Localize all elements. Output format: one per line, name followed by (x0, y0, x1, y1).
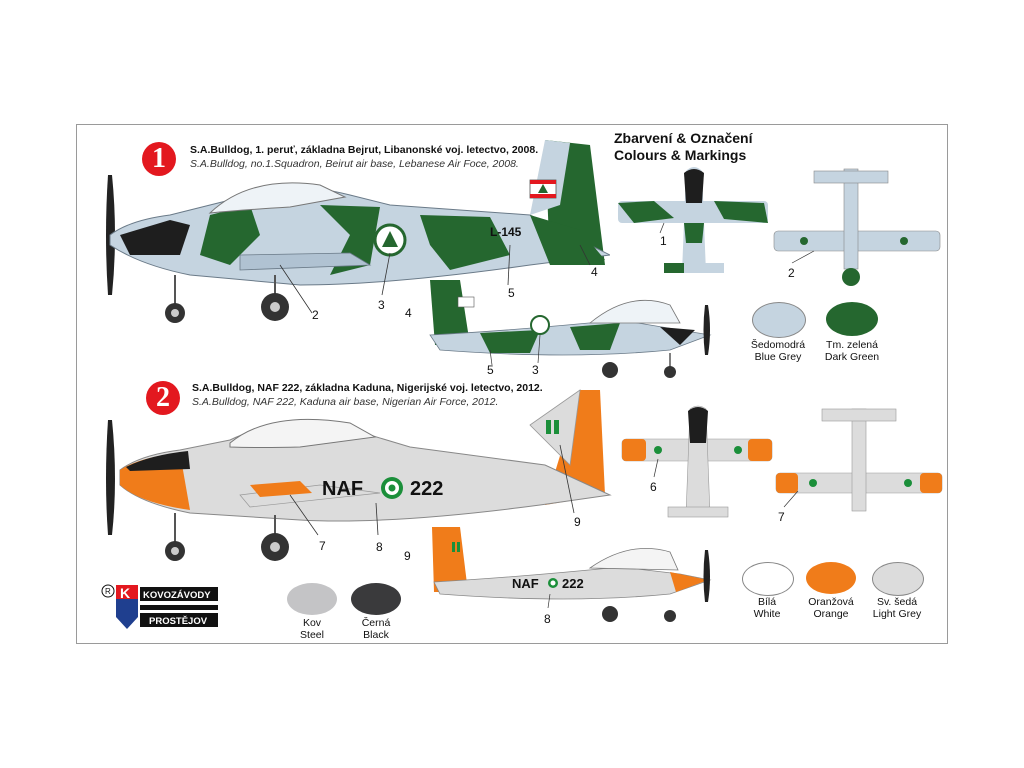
scheme-2-small-number: 222 (562, 576, 584, 591)
scheme-2-small-prefix: NAF (512, 576, 539, 591)
scheme-2-serial-number: 222 (410, 478, 443, 500)
swatch-white (742, 562, 794, 596)
scheme-1-title-en: S.A.Bulldog, no.1.Squadron, Beirut air b… (190, 158, 519, 170)
callout-1: 1 (660, 234, 667, 248)
callout-7: 7 (319, 539, 326, 553)
swatch-orange-cz: Oranžová (808, 596, 854, 608)
scheme-1-title-cz: S.A.Bulldog, 1. peruť, základna Bejrut, … (190, 144, 539, 156)
swatch-light-grey-cz: Sv. šedá (876, 596, 918, 608)
swatch-black (351, 583, 401, 615)
swatch-white-cz: Bílá (757, 596, 777, 608)
scheme-2-badge: 2 (146, 381, 180, 415)
swatch-white-en: White (753, 608, 781, 620)
logo-line2: PROSTĚJOV (149, 615, 208, 627)
swatch-blue-grey (752, 302, 806, 338)
callout-5b: 5 (487, 363, 494, 377)
nigeria-roundel-icon (388, 484, 396, 492)
swatch-steel-cz: Kov (302, 617, 322, 629)
swatch-dark-green-en: Dark Green (824, 351, 880, 363)
callout-8b: 8 (544, 612, 551, 626)
callout-6: 6 (650, 480, 657, 494)
swatch-steel-en: Steel (300, 629, 324, 641)
swatch-dark-green-cz: Tm. zelená (826, 339, 878, 351)
callout-7b: 7 (778, 510, 785, 524)
callout-2: 2 (312, 308, 319, 322)
swatch-light-grey-en: Light Grey (872, 608, 922, 620)
callout-9: 9 (574, 515, 581, 529)
scheme-2-serial-prefix: NAF (322, 478, 363, 500)
callout-3: 3 (378, 298, 385, 312)
callout-3b: 3 (532, 363, 539, 377)
logo-initial: K (120, 585, 130, 601)
kovozavody-logo: R K KOVOZÁVODY PROSTĚJOV (101, 584, 218, 629)
callout-2b: 2 (788, 266, 795, 280)
swatch-blue-grey-cz: Šedomodrá (750, 339, 806, 351)
callout-4: 4 (591, 265, 598, 279)
heading-cz: Zbarvení & Označení (614, 130, 753, 146)
swatch-black-cz: Černá (361, 617, 391, 629)
scheme-1-number: 1 (152, 143, 166, 174)
callout-5: 5 (508, 286, 515, 300)
swatch-dark-green (826, 302, 878, 336)
roundel-small-icon (530, 315, 550, 335)
scheme-1-side-view: L-145 (106, 140, 610, 323)
callout-4b: 4 (405, 306, 412, 320)
nigeria-flag-icon (546, 420, 551, 434)
logo-registered-mark: R (105, 587, 111, 596)
swatch-light-grey (872, 562, 924, 596)
logo-line1: KOVOZÁVODY (143, 590, 211, 601)
scheme-2-plan-views (621, 405, 943, 518)
scheme-2-number: 2 (156, 382, 170, 413)
scheme-1-plan-views (618, 167, 941, 286)
scheme-1-badge: 1 (142, 142, 176, 176)
swatch-orange-en: Orange (813, 608, 849, 620)
callout-8: 8 (376, 540, 383, 554)
scheme-2-title-en: S.A.Bulldog, NAF 222, Kaduna air base, N… (192, 396, 499, 408)
scheme-1-small-side-view (429, 280, 712, 378)
heading-en: Colours & Markings (614, 147, 747, 163)
swatch-blue-grey-en: Blue Grey (754, 351, 802, 363)
scheme-2-title-cz: S.A.Bulldog, NAF 222, základna Kaduna, N… (192, 382, 543, 394)
swatch-orange (806, 562, 856, 594)
callout-9b: 9 (404, 549, 411, 563)
swatch-steel (287, 583, 337, 615)
scheme-2-small-side-view: NAF 222 (432, 527, 712, 622)
scheme-2-side-view: NAF 222 (106, 389, 612, 561)
lebanon-flag-small-icon (457, 296, 475, 308)
swatch-black-en: Black (363, 629, 389, 641)
roundel-icon (382, 231, 398, 247)
scheme-1-serial: L-145 (490, 225, 522, 239)
